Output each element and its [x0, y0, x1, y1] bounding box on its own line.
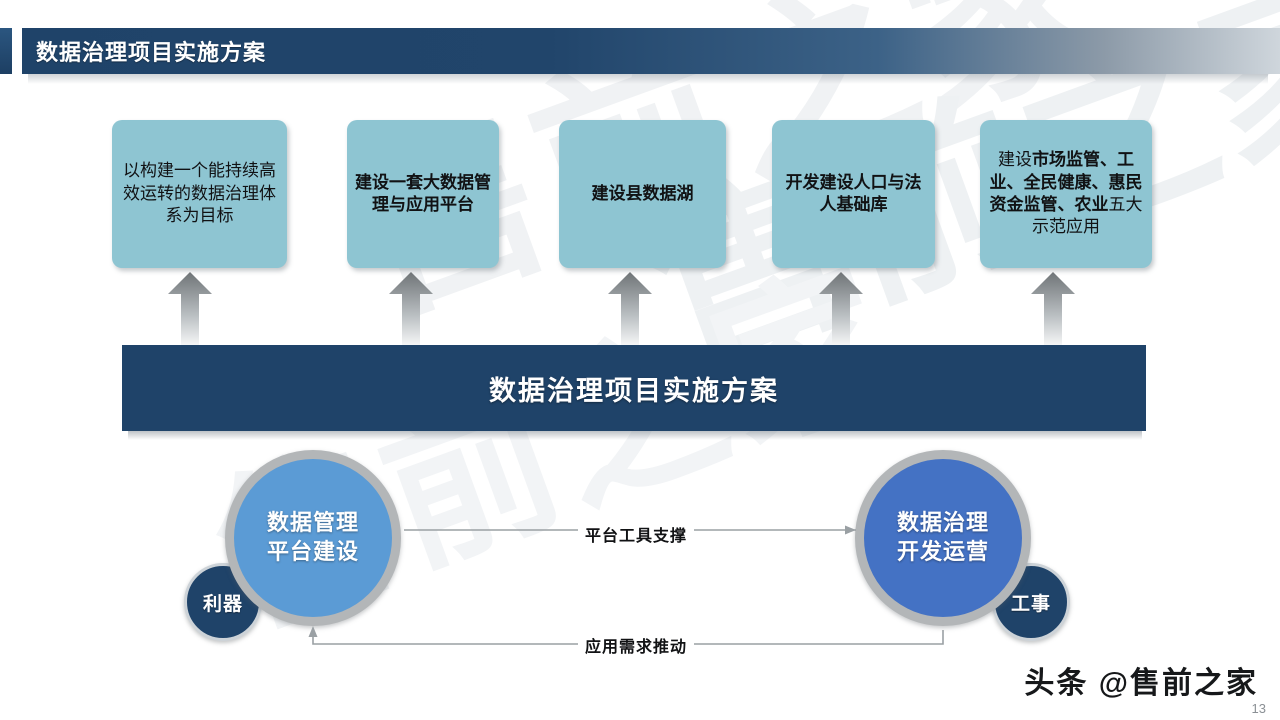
cycle-node-data-governance[interactable]: 数据治理 开发运营: [855, 450, 1031, 626]
cycle-node-left-line1: 数据管理: [266, 510, 359, 536]
objective-card-label: 建设县数据湖: [591, 183, 694, 203]
header-accent-bar: [0, 28, 12, 74]
objective-card-platform[interactable]: 建设一套大数据管理与应用平台: [347, 120, 499, 268]
connector-arrowhead-up: [308, 626, 318, 637]
cycle-node-data-management[interactable]: 数据管理 平台建设: [225, 450, 401, 626]
objective-card-apps[interactable]: 建设市场监管、工业、全民健康、惠民资金监管、农业五大示范应用: [980, 120, 1152, 268]
objective-card-label-mixed: 建设市场监管、工业、全民健康、惠民资金监管、农业五大示范应用: [986, 149, 1146, 239]
segment-plain-lead: 建设: [998, 150, 1032, 170]
segment-plain-tail: 五大示范应用: [1032, 195, 1143, 237]
segment-bold: 市场监管、工业、全民健康、惠民资金监管、农业: [989, 150, 1143, 214]
footer-watermark: 头条 @售前之家: [1024, 667, 1258, 700]
objective-card-basedb[interactable]: 开发建设人口与法人基础库: [772, 120, 935, 268]
connector-label-bottom: 应用需求推动: [578, 632, 695, 658]
cycle-node-right-line2: 开发运营: [896, 539, 989, 564]
badge-circle-right-label: 工事: [1010, 593, 1051, 615]
objective-card-label: 开发建设人口与法人基础库: [785, 172, 922, 214]
badge-circle-left-label: 利器: [202, 593, 243, 615]
objective-card-label: 建设一套大数据管理与应用平台: [355, 172, 491, 214]
cycle-node-right-label: 数据治理 开发运营: [897, 509, 989, 566]
cycle-node-right-line1: 数据治理: [896, 510, 989, 536]
page-title: 数据治理项目实施方案: [36, 40, 267, 65]
up-arrow-icon: [389, 272, 433, 350]
cycle-node-left-line2: 平台建设: [266, 539, 359, 564]
up-arrow-icon: [819, 272, 863, 350]
connector-label-top: 平台工具支撑: [578, 521, 695, 547]
objective-card-datalake[interactable]: 建设县数据湖: [559, 120, 726, 268]
objective-card-row: 以构建一个能持续高效运转的数据治理体系为目标 建设一套大数据管理与应用平台 建设…: [112, 120, 1152, 268]
header-shadow: [28, 74, 1268, 84]
up-arrow-icon: [608, 272, 652, 350]
main-banner[interactable]: 数据治理项目实施方案: [122, 345, 1146, 431]
objective-card-goal[interactable]: 以构建一个能持续高效运转的数据治理体系为目标: [112, 120, 287, 268]
up-arrow-icon: [168, 272, 212, 350]
objective-card-label: 以构建一个能持续高效运转的数据治理体系为目标: [123, 161, 276, 226]
cycle-node-left-label: 数据管理 平台建设: [267, 509, 359, 566]
slide-header: 数据治理项目实施方案: [22, 28, 1280, 74]
main-banner-shadow: [128, 431, 1142, 440]
badge-circle-left[interactable]: 利器: [184, 563, 262, 641]
up-arrow-icon: [1031, 272, 1075, 350]
main-banner-title: 数据治理项目实施方案: [489, 375, 779, 406]
page-number: 13: [1251, 701, 1266, 716]
